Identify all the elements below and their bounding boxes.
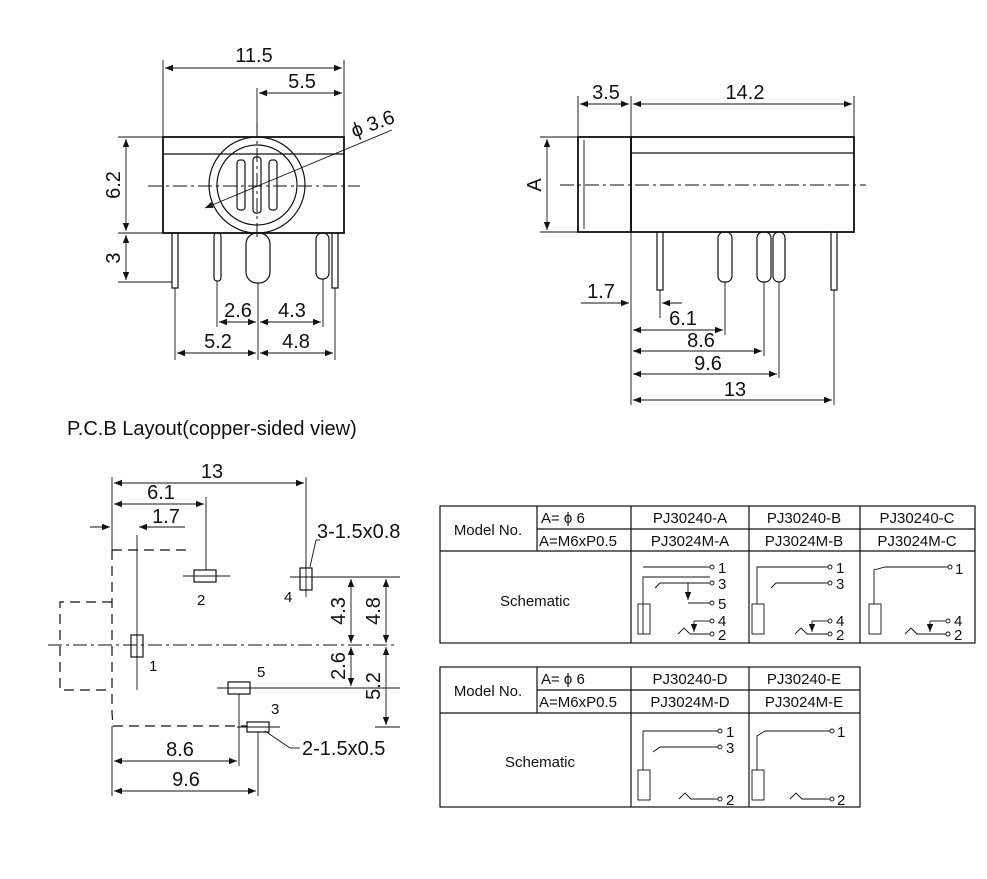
table1-model-a3: PJ30240-C bbox=[879, 510, 954, 527]
dim-label-8-6: 8.6 bbox=[687, 330, 715, 352]
table1-row-b-label: A=M6xP0.5 bbox=[539, 533, 617, 550]
dim-label-3-5: 3.5 bbox=[592, 82, 620, 104]
side-pin-2 bbox=[717, 231, 733, 283]
side-view: 3.5 14.2 A 1.7 6.1 8.6 9.6 13 bbox=[524, 82, 866, 405]
sch-d-pin-1: 1 bbox=[726, 724, 734, 741]
sch-b-pin-3: 3 bbox=[836, 576, 844, 593]
table1-model-a2: PJ30240-B bbox=[767, 510, 841, 527]
front-pin-3 bbox=[245, 232, 271, 284]
pcb-dim-label-9-6: 9.6 bbox=[172, 769, 200, 791]
pcb-pad-note-top: 3-1.5x0.8 bbox=[317, 521, 400, 543]
side-pin-1 bbox=[656, 231, 664, 291]
side-pin-3 bbox=[756, 231, 772, 283]
pcb-pad-note-bottom: 2-1.5x0.5 bbox=[302, 738, 385, 760]
front-view: 11.5 5.5 ϕ 3.6 6.2 3 2.6 4.3 5.2 4.8 bbox=[103, 45, 398, 360]
front-pin-1 bbox=[171, 232, 179, 289]
dim-label-2-6: 2.6 bbox=[224, 300, 252, 322]
table1-model-b3: PJ3024M-C bbox=[877, 533, 956, 550]
schematic-a: 1 3 5 4 2 bbox=[637, 560, 726, 644]
sch-d-pin-2: 2 bbox=[726, 792, 734, 809]
pcb-pin-label-3: 3 bbox=[271, 701, 279, 718]
sch-b-pin-4: 4 bbox=[836, 613, 844, 630]
schematic-e: 1 2 bbox=[751, 724, 845, 809]
pcb-dim-label-1-7: 1.7 bbox=[152, 506, 180, 528]
dim-line-phi-3-6 bbox=[204, 129, 393, 209]
jack-inner-ring bbox=[216, 144, 298, 226]
dim-label-phi-3-6: ϕ 3.6 bbox=[348, 106, 397, 142]
dim-label-6-1: 6.1 bbox=[669, 308, 697, 330]
pcb-dim-label-4-8: 4.8 bbox=[363, 597, 385, 625]
pcb-layout: P.C.B Layout(copper-sided view) 1 2 3 4 … bbox=[48, 418, 400, 796]
table1-model-label: Model No. bbox=[454, 522, 522, 539]
sch-b-pin-1: 1 bbox=[836, 560, 844, 577]
table2-model-label: Model No. bbox=[454, 683, 522, 700]
table1-schematic-label: Schematic bbox=[500, 593, 571, 610]
sch-c-pin-1: 1 bbox=[955, 561, 963, 578]
model-table-2: Model No. A= ϕ 6 A=M6xP0.5 PJ30240-D PJ3… bbox=[439, 666, 861, 809]
sch-a-pin-5: 5 bbox=[718, 596, 726, 613]
sch-b-pin-2: 2 bbox=[836, 627, 844, 644]
schematic-c: 1 4 2 bbox=[868, 561, 963, 644]
dim-label-14-2: 14.2 bbox=[726, 82, 765, 104]
table2-row-a-label: A= ϕ 6 bbox=[541, 671, 585, 688]
table1-model-b1: PJ3024M-A bbox=[651, 533, 729, 550]
sch-c-pin-2: 2 bbox=[954, 627, 962, 644]
pcb-pin-label-5: 5 bbox=[257, 664, 265, 681]
dim-label-4-8: 4.8 bbox=[282, 331, 310, 353]
table1-model-b2: PJ3024M-B bbox=[765, 533, 843, 550]
schematic-b: 1 3 4 2 bbox=[751, 560, 844, 644]
dim-label-5-2: 5.2 bbox=[204, 331, 232, 353]
pcb-body-outline bbox=[111, 550, 247, 727]
pcb-dim-label-13: 13 bbox=[201, 461, 223, 483]
side-pin-4 bbox=[772, 231, 786, 283]
pcb-dim-label-8-6: 8.6 bbox=[166, 739, 194, 761]
sch-c-pin-4: 4 bbox=[954, 613, 962, 630]
table1-row-a-label: A= ϕ 6 bbox=[541, 510, 585, 527]
dim-label-4-3: 4.3 bbox=[278, 300, 306, 322]
dim-label-9-6: 9.6 bbox=[694, 353, 722, 375]
sch-a-pin-2: 2 bbox=[718, 627, 726, 644]
model-table-1: Model No. A= ϕ 6 A=M6xP0.5 PJ30240-A PJ3… bbox=[439, 505, 976, 644]
pcb-pin-label-2: 2 bbox=[197, 592, 205, 609]
table2-model-a2: PJ30240-E bbox=[767, 671, 841, 688]
table2-model-a1: PJ30240-D bbox=[652, 671, 727, 688]
pcb-dim-label-5-2: 5.2 bbox=[363, 672, 385, 700]
pcb-pin-label-4: 4 bbox=[284, 589, 292, 606]
sch-e-pin-1: 1 bbox=[837, 724, 845, 741]
table2-model-b1: PJ3024M-D bbox=[650, 694, 729, 711]
dim-label-5-5: 5.5 bbox=[288, 71, 316, 93]
pcb-nose-outline bbox=[59, 601, 112, 691]
jack-slot-left bbox=[236, 159, 246, 211]
side-pin-5 bbox=[830, 231, 838, 291]
pcb-pin-label-1: 1 bbox=[149, 658, 157, 675]
dim-label-11-5: 11.5 bbox=[235, 45, 272, 67]
front-pin-4 bbox=[315, 232, 330, 280]
dim-label-6-2: 6.2 bbox=[103, 171, 125, 199]
dim-label-3: 3 bbox=[103, 252, 125, 263]
pcb-layout-title: P.C.B Layout(copper-sided view) bbox=[67, 418, 357, 440]
table2-schematic-label: Schematic bbox=[505, 754, 576, 771]
sch-e-pin-2: 2 bbox=[837, 792, 845, 809]
sch-d-pin-3: 3 bbox=[726, 740, 734, 757]
dim-label-a: A bbox=[524, 178, 546, 192]
dim-label-13: 13 bbox=[724, 379, 746, 401]
table2-row-b-label: A=M6xP0.5 bbox=[539, 694, 617, 711]
pcb-dim-label-2-6: 2.6 bbox=[328, 652, 350, 680]
schematic-d: 1 3 2 bbox=[637, 724, 734, 809]
sch-a-pin-4: 4 bbox=[718, 613, 726, 630]
sch-a-pin-1: 1 bbox=[718, 560, 726, 577]
sch-a-pin-3: 3 bbox=[718, 576, 726, 593]
table1-model-a1: PJ30240-A bbox=[653, 510, 727, 527]
table2-model-b2: PJ3024M-E bbox=[765, 694, 843, 711]
pcb-dim-label-6-1: 6.1 bbox=[147, 482, 175, 504]
front-pin-5 bbox=[331, 232, 339, 289]
front-pin-2 bbox=[213, 232, 222, 282]
pcb-dim-label-4-3: 4.3 bbox=[328, 597, 350, 625]
jack-slot-right bbox=[268, 159, 278, 211]
dim-label-1-7: 1.7 bbox=[587, 281, 615, 303]
